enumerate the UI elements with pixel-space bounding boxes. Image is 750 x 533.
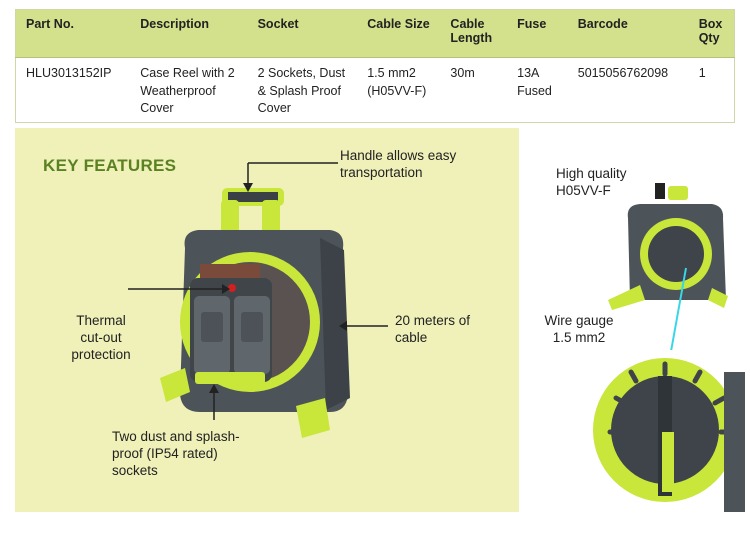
- cell-cable-length: 30m: [440, 57, 508, 123]
- handle-ribs: [228, 192, 278, 202]
- drum-closeup-image: [593, 350, 745, 512]
- cable-reel-image: [160, 188, 350, 438]
- header-part-no: Part No.: [15, 9, 131, 58]
- spec-table: Part No. Description Socket Cable Size C…: [15, 9, 735, 123]
- cell-fuse: 13A Fused: [507, 57, 568, 123]
- thermal-label: Thermal cut-out protection: [71, 313, 131, 362]
- socket-right-recess: [241, 312, 263, 342]
- header-socket: Socket: [247, 9, 358, 58]
- cable-arrow-head: [339, 321, 347, 331]
- table-header-row: Part No. Description Socket Cable Size C…: [15, 9, 735, 58]
- cable-band: [200, 264, 260, 282]
- header-barcode: Barcode: [567, 9, 689, 58]
- sockets-label: Two dust and splash-proof (IP54 rated) s…: [112, 429, 240, 478]
- cable-length-label: 20 meters of cable: [395, 313, 471, 345]
- cell-socket: 2 Sockets, Dust & Splash Proof Cover: [247, 57, 358, 123]
- small-reel-hub: [648, 226, 704, 282]
- front-bumper: [195, 372, 265, 384]
- socket-left-recess: [201, 312, 223, 342]
- small-plug: [655, 183, 665, 199]
- thermal-reset-button: [228, 284, 236, 292]
- handle-arrow-head: [243, 183, 253, 192]
- small-handle: [668, 186, 688, 200]
- header-cable-length: Cable Length: [440, 9, 508, 58]
- header-fuse: Fuse: [507, 9, 568, 58]
- header-box-qty: Box Qty: [688, 9, 735, 58]
- closeup-slots: [607, 361, 734, 435]
- small-foot-left: [608, 285, 645, 310]
- small-foot-right: [708, 288, 728, 308]
- cell-cable-size: 1.5 mm2 (H05VV-F): [357, 57, 441, 123]
- closeup-case-edge: [724, 372, 745, 512]
- callout-arrows: [128, 162, 388, 420]
- high-quality-label: High quality H05VV-F: [556, 166, 627, 198]
- handle-label: Handle allows easy transportation: [340, 148, 457, 180]
- cell-box-qty: 1: [688, 57, 735, 123]
- cell-barcode: 5015056762098: [567, 57, 689, 123]
- closeup-wire: [662, 432, 674, 492]
- header-cable-size: Cable Size: [357, 9, 441, 58]
- key-features-title: KEY FEATURES: [43, 156, 177, 175]
- thermal-arrow-head: [222, 284, 230, 294]
- small-reel-image: [608, 183, 728, 310]
- cell-part-no: HLU3013152IP: [15, 57, 131, 123]
- foot-left: [160, 368, 190, 402]
- header-description: Description: [130, 9, 248, 58]
- table-row: HLU3013152IP Case Reel with 2 Weatherpro…: [15, 57, 735, 123]
- sockets-arrow-head: [209, 384, 219, 393]
- reel-side: [320, 238, 350, 410]
- cell-description: Case Reel with 2 Weatherproof Cover: [130, 57, 248, 123]
- foot-right: [296, 398, 330, 438]
- wire-gauge-label: Wire gauge 1.5 mm2: [544, 313, 614, 345]
